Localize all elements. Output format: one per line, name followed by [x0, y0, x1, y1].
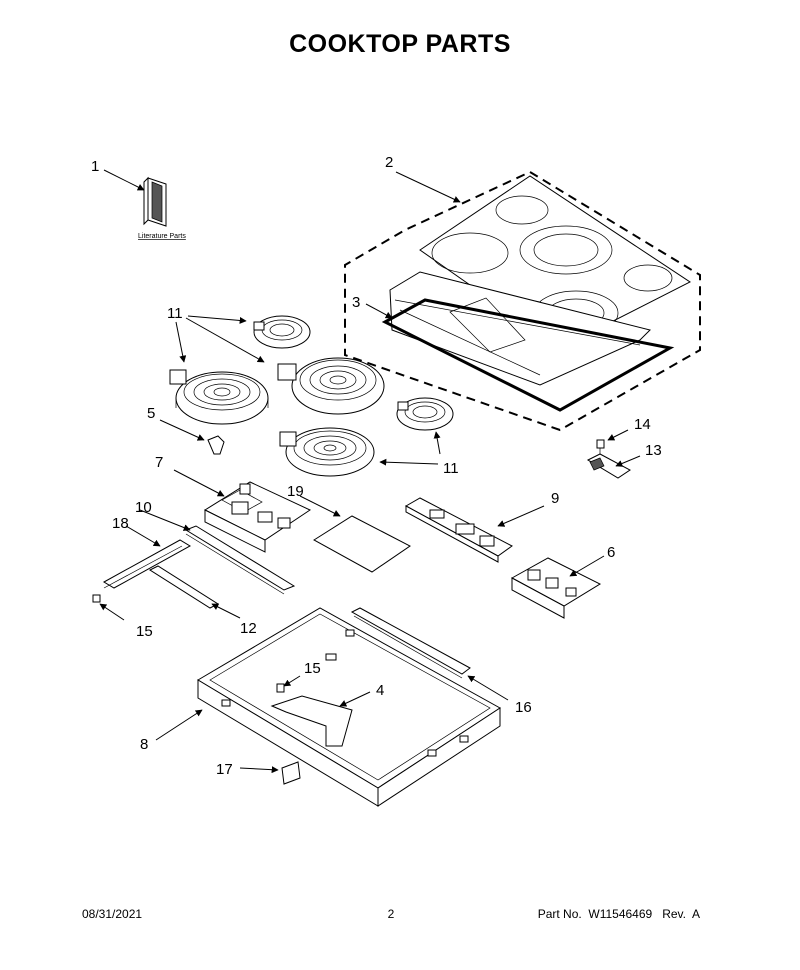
- radiant-element-small-rear[interactable]: [253, 315, 311, 349]
- literature-parts[interactable]: Literature Parts: [103, 169, 186, 240]
- callout-5: 5: [147, 405, 155, 422]
- callout-2: 2: [385, 154, 393, 171]
- callout-7: 7: [155, 454, 163, 471]
- footer-date: 08/31/2021: [82, 907, 143, 921]
- callout-4: 4: [376, 682, 384, 699]
- literature-parts-label: Literature Parts: [138, 233, 186, 240]
- radiant-element-large-left[interactable]: [169, 369, 269, 425]
- callout-10: 10: [135, 499, 152, 516]
- callout-6: 6: [607, 544, 615, 561]
- mounting-bracket-rear[interactable]: [139, 509, 296, 595]
- wire-harness-bracket[interactable]: [270, 691, 371, 747]
- callout-19: 19: [287, 483, 304, 500]
- box-screw-center[interactable]: [276, 675, 301, 693]
- callout-11-right: 11: [443, 460, 459, 477]
- callout-17: 17: [216, 761, 233, 778]
- callout-11-top: 11: [167, 305, 183, 322]
- callout-12: 12: [240, 620, 257, 637]
- mounting-bracket-front[interactable]: [148, 565, 241, 619]
- radiant-element-small-right[interactable]: [396, 397, 454, 431]
- callout-8: 8: [140, 736, 148, 753]
- touch-control-board[interactable]: [404, 497, 545, 563]
- callout-15-left: 15: [136, 623, 153, 640]
- radiant-element-dual-center[interactable]: [277, 357, 385, 415]
- callout-15-center: 15: [304, 660, 321, 677]
- mounting-bracket-left[interactable]: [102, 525, 192, 589]
- burner-box[interactable]: [155, 607, 501, 807]
- radiant-element-front[interactable]: [279, 427, 375, 477]
- callout-16: 16: [515, 699, 532, 716]
- power-control-board[interactable]: [173, 469, 312, 553]
- cooktop-frame: [389, 271, 651, 386]
- element-callout-arrows: [175, 315, 441, 466]
- strain-relief[interactable]: [239, 761, 301, 785]
- heat-shield[interactable]: [299, 495, 411, 573]
- callout-14: 14: [634, 416, 651, 433]
- page-title: COOKTOP PARTS: [289, 30, 511, 58]
- cooktop-gasket[interactable]: [365, 298, 675, 412]
- terminal-screw[interactable]: [596, 429, 629, 456]
- element-bracket[interactable]: [159, 419, 225, 455]
- relay-board[interactable]: [510, 555, 605, 619]
- callout-18: 18: [112, 515, 129, 532]
- terminal-block[interactable]: [586, 453, 641, 479]
- footer-page-number: 2: [387, 907, 395, 921]
- trim-strip[interactable]: [350, 607, 509, 701]
- callout-13: 13: [645, 442, 662, 459]
- callout-1: 1: [91, 158, 99, 175]
- callout-3: 3: [352, 294, 360, 311]
- callout-9: 9: [551, 490, 559, 507]
- footer-part-number: Part No. W11546469 Rev. A: [537, 907, 700, 921]
- bracket-screw-left[interactable]: [92, 594, 125, 621]
